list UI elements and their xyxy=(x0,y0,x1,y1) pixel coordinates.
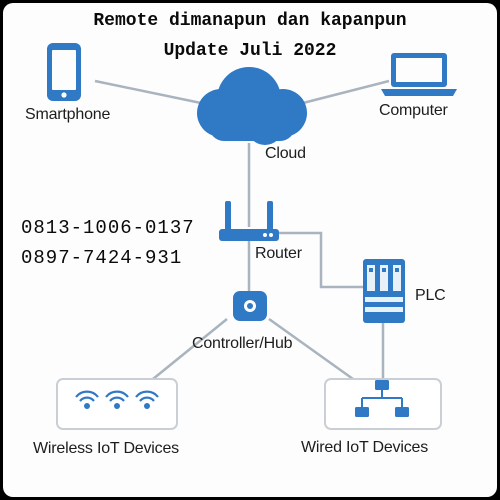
link-smartphone-cloud xyxy=(94,79,202,105)
connection-lines xyxy=(94,79,390,381)
label-router: Router xyxy=(255,245,302,262)
label-computer: Computer xyxy=(379,102,448,119)
label-controller-hub: Controller/Hub xyxy=(192,335,293,352)
diagram-frame: Remote dimanapun dan kapanpun Update Jul… xyxy=(3,3,497,497)
wired-network-icon xyxy=(355,380,409,417)
header-subtitle: Update Juli 2022 xyxy=(163,41,337,61)
label-smartphone: Smartphone xyxy=(25,106,111,123)
laptop-icon xyxy=(381,53,457,96)
wireless-device-icon xyxy=(75,390,99,409)
link-controller-wired xyxy=(268,317,354,381)
label-wired-iot: Wired IoT Devices xyxy=(301,439,429,456)
label-plc: PLC xyxy=(415,287,446,304)
wireless-device-icon xyxy=(135,390,159,409)
label-cloud: Cloud xyxy=(265,145,306,162)
hub-icon xyxy=(233,291,267,321)
phone-number-1: 0813-1006-0137 xyxy=(21,217,195,239)
link-computer-cloud xyxy=(302,79,390,105)
smartphone-icon xyxy=(47,43,81,101)
phone-number-2: 0897-7424-931 xyxy=(21,247,183,269)
link-router-plc xyxy=(279,231,363,289)
network-diagram xyxy=(47,43,457,430)
cloud-icon xyxy=(197,67,307,145)
wireless-device-icon xyxy=(105,390,129,409)
label-wireless-iot: Wireless IoT Devices xyxy=(33,440,179,457)
link-controller-wireless xyxy=(152,318,228,380)
header-title: Remote dimanapun dan kapanpun xyxy=(93,11,407,31)
router-icon xyxy=(219,201,279,241)
wired-devices-box xyxy=(324,378,442,430)
plc-icon xyxy=(363,259,405,323)
